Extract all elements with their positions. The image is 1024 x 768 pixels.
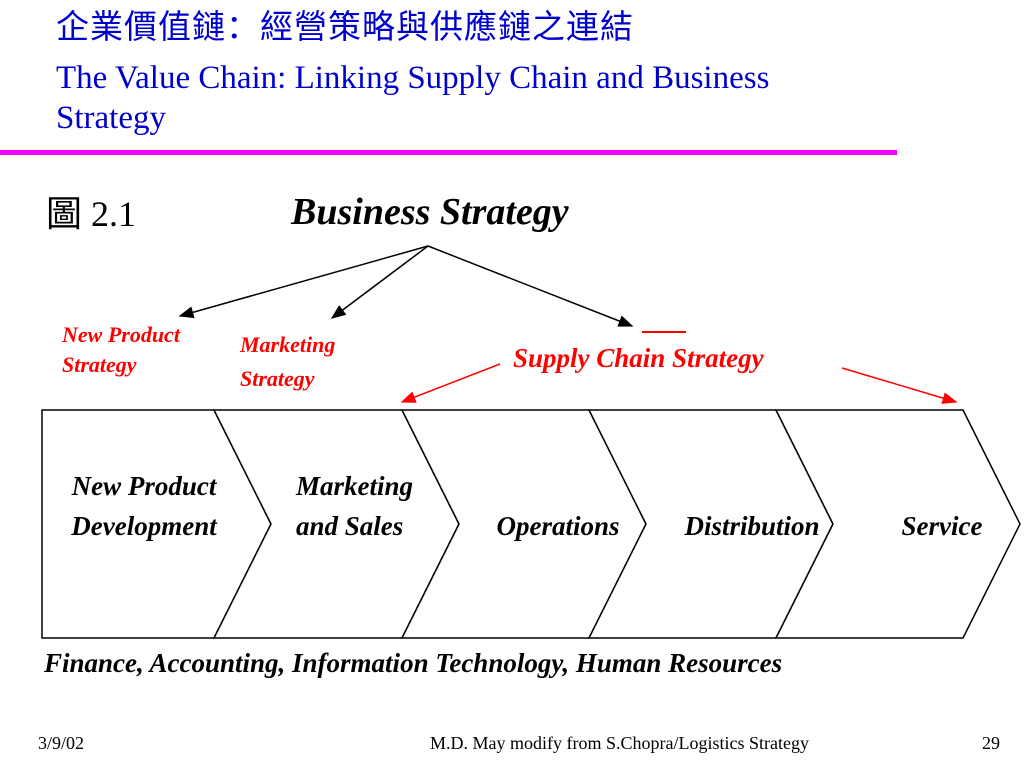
arrow-to-new-product-strategy: [178, 245, 429, 319]
segment-label-distribution: Distribution: [684, 511, 820, 541]
footer-date: 3/9/02: [38, 733, 85, 753]
title-english: The Value Chain: Linking Supply Chain an…: [56, 60, 770, 136]
title-chinese: 企業價值鏈：經營策略與供應鏈之連結: [56, 10, 634, 46]
footer-credit: M.D. May modify from S.Chopra/Logistics …: [430, 733, 809, 753]
segment-label-new-product-development: New Product Development: [71, 471, 217, 541]
business-strategy-node: Business Strategy: [291, 191, 569, 233]
arrow-to-marketing-strategy: [330, 245, 429, 319]
figure-label: 圖 2.1: [46, 194, 137, 234]
supply-chain-strategy-label: Supply Chain Strategy: [513, 343, 764, 373]
segment-label-marketing-and-sales: Marketing and Sales: [296, 471, 414, 541]
title-divider: [0, 150, 897, 155]
marketing-strategy-label: Marketing Strategy: [240, 332, 336, 391]
segment-label-operations: Operations: [496, 511, 620, 541]
arrow-to-supply-chain-strategy: [427, 245, 634, 327]
footer-page-number: 29: [982, 733, 1000, 753]
chain-segment-service: [774, 409, 1021, 639]
supply-chain-arrow-right: [841, 367, 958, 404]
supply-chain-arrow-left: [400, 363, 501, 403]
support-activities-label: Finance, Accounting, Information Technol…: [44, 648, 783, 678]
segment-label-service: Service: [901, 511, 983, 541]
new-product-strategy-label: New Product Strategy: [62, 322, 180, 377]
